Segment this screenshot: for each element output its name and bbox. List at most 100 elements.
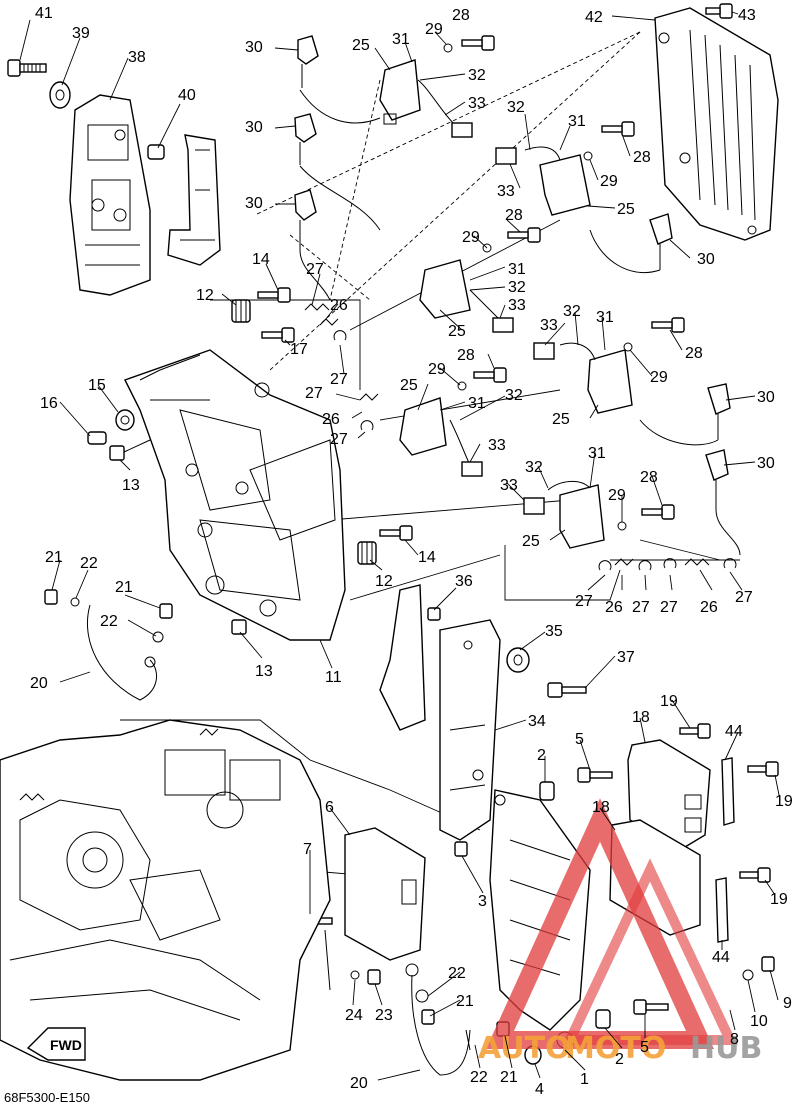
callout-27: 27 [735,589,753,606]
svg-text:HUB: HUB [690,1031,762,1066]
callout-43: 43 [738,7,756,24]
callout-30: 30 [697,251,715,268]
callout-32: 32 [563,303,581,320]
control-module-6 [299,827,426,961]
ignition-coils-25 [379,59,633,549]
callout-17: 17 [290,341,308,358]
callout-29: 29 [600,173,618,190]
bracket-42 [654,7,779,241]
springs-and-clips [304,303,737,571]
grommet-35-and-bolts [427,607,587,698]
callout-30: 30 [757,455,775,472]
callout-32: 32 [525,459,543,476]
callout-39: 39 [72,25,90,42]
callout-29: 29 [425,21,443,38]
callout-25: 25 [552,411,570,428]
callout-24: 24 [345,1007,363,1024]
callout-4: 4 [535,1081,544,1098]
callout-27: 27 [660,599,678,616]
callout-12: 12 [196,287,214,304]
callout-31: 31 [468,395,486,412]
callout-27: 27 [330,371,348,388]
callout-28: 28 [452,7,470,24]
control-units-18 [609,739,711,936]
callout-33: 33 [500,477,518,494]
callout-32: 32 [468,67,486,84]
callout-7: 7 [303,841,312,858]
callout-27: 27 [305,385,323,402]
callout-22: 22 [100,613,118,630]
bolts-28-and-washers-29 [443,35,685,531]
callout-29: 29 [462,229,480,246]
callout-1: 1 [580,1071,589,1088]
callout-30: 30 [245,39,263,56]
bracket-plate-1 [489,789,591,1049]
callout-31: 31 [588,445,606,462]
bolts-19-and-brackets-44 [679,723,779,943]
bracket-38 [69,94,151,296]
callout-20: 20 [30,675,48,692]
callout-32: 32 [508,279,526,296]
callout-25: 25 [617,201,635,218]
callout-21: 21 [500,1069,518,1086]
callout-5: 5 [640,1039,649,1056]
callout-25: 25 [400,377,418,394]
cover-34 [379,584,501,841]
ground-lead-20 [44,589,173,701]
bolt-41 [7,59,47,77]
callout-27: 27 [632,599,650,616]
callout-32: 32 [507,99,525,116]
callout-27: 27 [306,261,324,278]
collar-40 [147,144,165,160]
callout-21: 21 [115,579,133,596]
callout-42: 42 [585,9,603,26]
bolt-43 [705,3,733,19]
callout-25: 25 [522,533,540,550]
callout-leaders [19,11,781,1081]
callout-19: 19 [660,693,678,710]
callout-16: 16 [40,395,58,412]
callout-31: 31 [508,261,526,278]
callout-28: 28 [633,149,651,166]
callout-28: 28 [640,469,658,486]
callout-12: 12 [375,573,393,590]
callout-26: 26 [700,599,718,616]
callout-18: 18 [592,799,610,816]
callout-20: 20 [350,1075,368,1092]
callout-25: 25 [448,323,466,340]
callout-32: 32 [505,387,523,404]
svg-text:FWD: FWD [50,1037,82,1053]
diagram-code: 68F5300-E150 [4,1090,90,1105]
callout-22: 22 [448,965,466,982]
callout-8: 8 [730,1031,739,1048]
callout-29: 29 [650,369,668,386]
callout-19: 19 [775,793,793,810]
callout-2: 2 [615,1051,624,1068]
callout-28: 28 [505,207,523,224]
lower-fasteners [324,767,775,1065]
callout-15: 15 [88,377,106,394]
callout-18: 18 [632,709,650,726]
callout-13: 13 [255,663,273,680]
main-bracket-11 [124,349,346,641]
callout-26: 26 [605,599,623,616]
callout-30: 30 [757,389,775,406]
callout-22: 22 [470,1069,488,1086]
grommet-39 [49,81,71,109]
watermark-logo: AUTO MOTO HUB [478,798,762,1066]
callout-28: 28 [685,345,703,362]
callout-28: 28 [457,347,475,364]
callout-25: 25 [352,37,370,54]
callout-31: 31 [596,309,614,326]
callout-11: 11 [325,669,342,686]
callout-36: 36 [455,573,473,590]
callout-3: 3 [478,893,487,910]
callout-44: 44 [712,949,730,966]
misc-fasteners [87,287,413,635]
callout-21: 21 [456,993,474,1010]
engine-block [0,719,331,1081]
callout-35: 35 [545,623,563,640]
spark-plug-caps-30 [294,35,741,556]
callout-44: 44 [725,723,743,740]
callout-29: 29 [428,361,446,378]
